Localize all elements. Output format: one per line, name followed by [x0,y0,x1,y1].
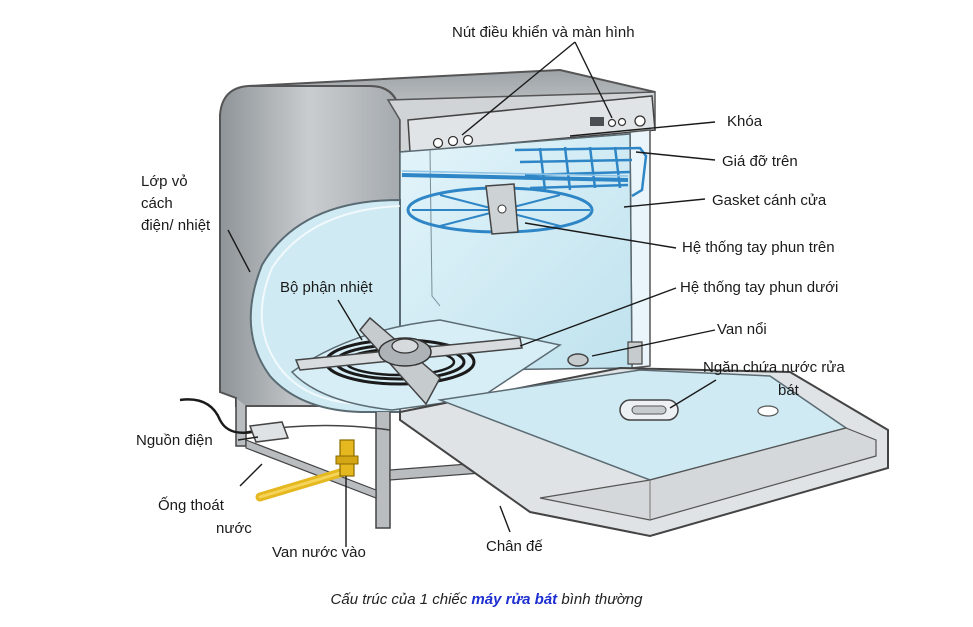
label-door-gasket: Gasket cánh cửa [712,192,827,209]
label-power-source: Nguồn điện [136,432,213,449]
labels: Nút điều khiển và màn hình Khóa Giá đỡ t… [136,24,845,561]
label-water-inlet-valve: Van nước vào [272,544,366,561]
label-lower-spray-arm: Hệ thống tay phun dưới [680,279,838,296]
label-upper-rack: Giá đỡ trên [722,153,798,170]
label-drain-hose-2: nước [216,520,252,537]
water-inlet-valve [335,439,359,477]
figure-caption: Cấu trúc của 1 chiếc máy rửa bát bình th… [0,591,973,608]
label-heating-element: Bộ phận nhiệt [280,279,373,296]
caption-suffix: bình thường [557,591,643,608]
lower-spray-arm [294,316,523,406]
label-detergent-dispenser-1: Ngăn chứa nước rửa [703,359,845,376]
upper-spray-arm [401,170,629,235]
control-panel [407,95,656,153]
door [399,366,889,538]
label-float-valve: Van nổi [717,321,767,338]
dishwasher-diagram: Nút điều khiển và màn hình Khóa Giá đỡ t… [136,24,889,561]
power-cord [179,398,290,443]
leader-lines [227,41,717,547]
label-insulation-3: điện/ nhiệt [141,217,211,234]
drain-hose [255,465,355,502]
label-lock: Khóa [727,113,763,130]
label-detergent-dispenser-2: bát [778,382,800,399]
label-insulation-2: cách [141,195,173,212]
label-upper-spray-arm: Hệ thống tay phun trên [682,239,835,256]
caption-prefix: Cấu trúc của 1 chiếc [330,591,472,608]
label-controls: Nút điều khiển và màn hình [452,24,635,41]
float-valve [567,353,589,367]
detergent-dispenser [619,399,679,421]
label-insulation-1: Lớp vỏ [141,173,188,190]
label-drain-hose-1: Ống thoát [158,496,225,514]
label-base: Chân đế [486,538,543,555]
caption-link[interactable]: máy rửa bát [471,591,558,608]
